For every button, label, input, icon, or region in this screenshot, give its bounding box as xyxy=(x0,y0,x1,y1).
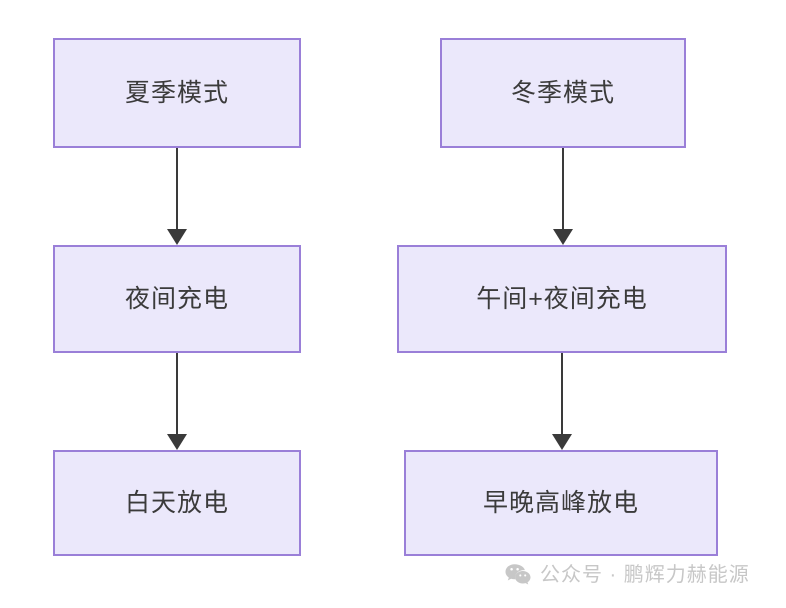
arrow-shaft xyxy=(562,148,564,229)
watermark-text: 公众号 · 鹏辉力赫能源 xyxy=(540,563,750,586)
arrow-shaft xyxy=(176,353,178,434)
arrow-head-icon xyxy=(553,229,573,245)
arrow-head-icon xyxy=(167,434,187,450)
connector-summer-mode-to-night-charge xyxy=(167,148,187,245)
watermark: 公众号 · 鹏辉力赫能源 xyxy=(505,563,750,586)
node-label: 白天放电 xyxy=(124,489,229,517)
node-noon-night-charge: 午间+夜间充电 xyxy=(397,245,727,353)
arrow-head-icon xyxy=(167,229,187,245)
arrow-head-icon xyxy=(552,434,572,450)
node-daytime-discharge: 白天放电 xyxy=(53,450,301,556)
node-winter-mode: 冬季模式 xyxy=(440,38,686,148)
connector-winter-mode-to-noon-night-charge xyxy=(553,148,573,245)
node-label: 午间+夜间充电 xyxy=(476,285,648,313)
node-summer-mode: 夏季模式 xyxy=(53,38,301,148)
wechat-icon xyxy=(505,564,531,585)
arrow-shaft xyxy=(176,148,178,229)
arrow-shaft xyxy=(561,353,563,434)
node-label: 夏季模式 xyxy=(124,79,229,107)
node-label: 夜间充电 xyxy=(124,285,229,313)
connector-noon-night-charge-to-peak-hours-discharge xyxy=(552,353,572,450)
node-night-charge: 夜间充电 xyxy=(53,245,301,353)
connector-night-charge-to-daytime-discharge xyxy=(167,353,187,450)
node-label: 冬季模式 xyxy=(510,79,615,107)
node-peak-hours-discharge: 早晚高峰放电 xyxy=(404,450,718,556)
node-label: 早晚高峰放电 xyxy=(482,489,639,517)
